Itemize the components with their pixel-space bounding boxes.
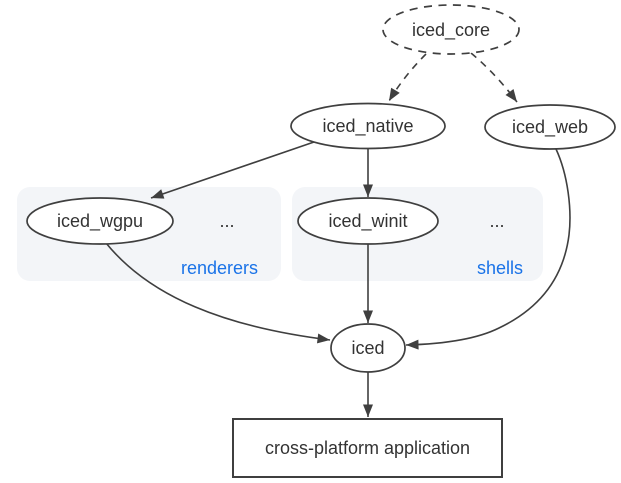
iced-web-ellipse	[484, 104, 616, 150]
renderers-ellipsis: ...	[219, 211, 234, 231]
application-label: cross-platform application	[265, 438, 470, 458]
iced-wgpu-label: iced_wgpu	[57, 211, 143, 232]
iced-wgpu-ellipse	[26, 197, 174, 245]
edge-iced_wgpu-to-iced	[105, 242, 331, 344]
iced-core-ellipse	[382, 4, 520, 55]
node-iced-wgpu: iced_wgpu	[26, 197, 174, 245]
node-iced-native: iced_native	[290, 102, 446, 150]
node-iced: iced	[330, 323, 406, 373]
edge-iced_web-to-iced	[405, 148, 571, 350]
iced-native-ellipse	[290, 102, 446, 150]
iced-web-label: iced_web	[512, 117, 588, 138]
application-rect	[232, 418, 503, 478]
iced-core-label: iced_core	[412, 20, 490, 41]
node-application: cross-platform application	[232, 418, 503, 478]
edge-iced_core-to-iced_web	[470, 52, 518, 103]
edge-iced_core-to-iced_native	[388, 53, 427, 102]
renderers-group-label: renderers	[181, 258, 258, 278]
edge-iced_native-to-iced_wgpu	[150, 141, 315, 199]
shells-group-label: shells	[477, 258, 523, 278]
shells-ellipsis: ...	[489, 211, 504, 231]
iced-label: iced	[351, 338, 384, 358]
iced-native-label: iced_native	[322, 116, 413, 137]
iced-ellipse	[330, 323, 406, 373]
node-iced-web: iced_web	[484, 104, 616, 150]
iced-winit-ellipse	[297, 197, 439, 245]
iced-winit-label: iced_winit	[328, 211, 407, 232]
node-iced-winit: iced_winit	[297, 197, 439, 245]
node-iced-core: iced_core	[382, 4, 520, 55]
